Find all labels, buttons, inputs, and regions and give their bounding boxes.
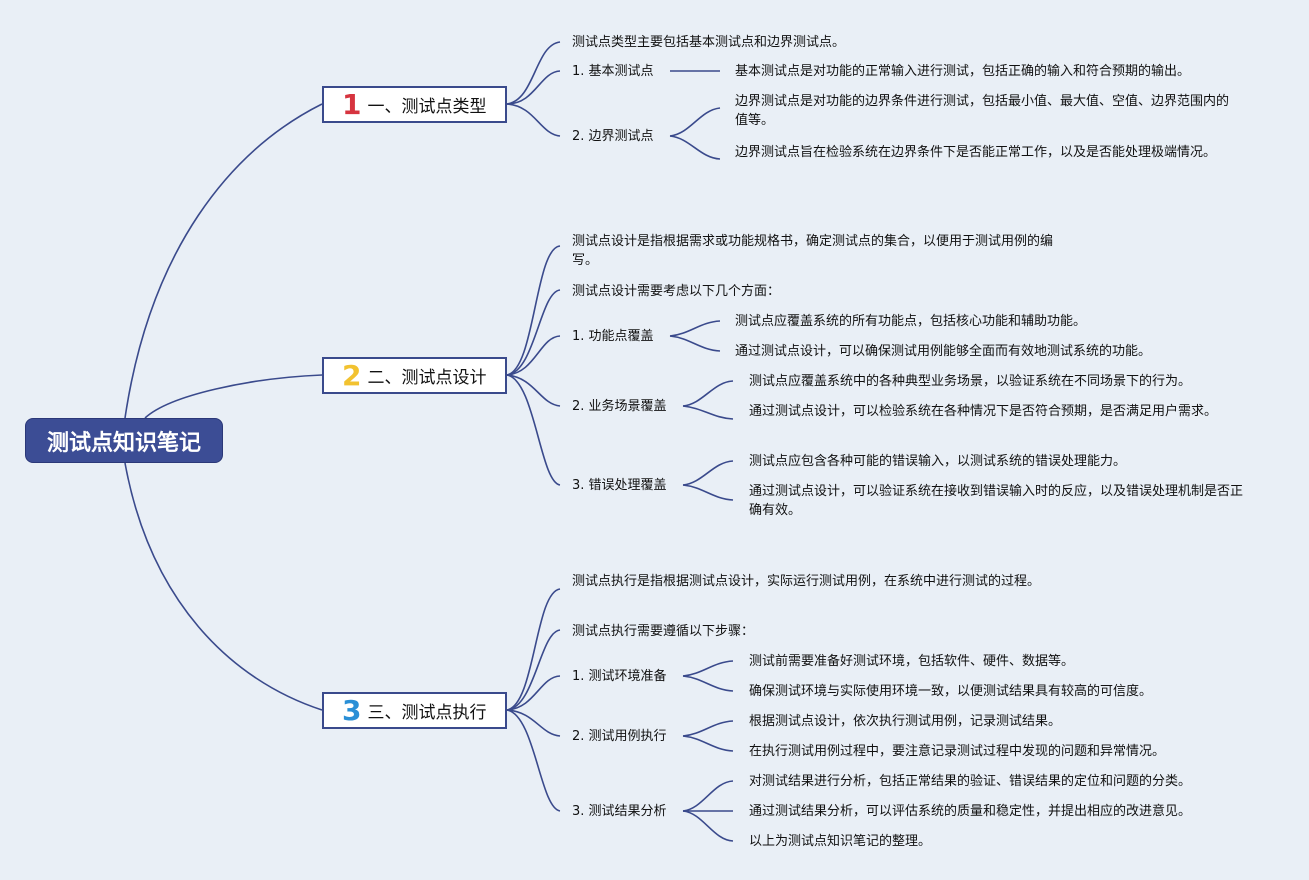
intro-node[interactable]: 测试点执行是指根据测试点设计，实际运行测试用例，在系统中进行测试的过程。	[572, 574, 1041, 589]
branch-title: 二、测试点设计	[367, 368, 487, 388]
detail-node[interactable]: 根据测试点设计，依次执行测试用例，记录测试结果。	[749, 714, 1062, 729]
detail-node[interactable]: 通过测试点设计，可以检验系统在各种情况下是否符合预期，是否满足用户需求。	[749, 404, 1218, 419]
detail-node[interactable]: 测试点应覆盖系统中的各种典型业务场景，以验证系统在不同场景下的行为。	[749, 374, 1192, 389]
detail-node[interactable]: 通过测试结果分析，可以评估系统的质量和稳定性，并提出相应的改进意见。	[749, 804, 1192, 819]
item-node[interactable]: 3. 错误处理覆盖	[572, 478, 667, 493]
intro-node[interactable]: 测试点设计需要考虑以下几个方面：	[572, 284, 781, 299]
number-3-icon: 3	[342, 693, 362, 727]
item-node[interactable]: 1. 功能点覆盖	[572, 329, 654, 344]
detail-node[interactable]: 对测试结果进行分析，包括正常结果的验证、错误结果的定位和问题的分类。	[749, 774, 1192, 789]
root-topic[interactable]: 测试点知识笔记	[25, 418, 223, 463]
detail-node[interactable]: 确保测试环境与实际使用环境一致，以便测试结果具有较高的可信度。	[749, 684, 1153, 699]
detail-node[interactable]: 测试点应包含各种可能的错误输入，以测试系统的错误处理能力。	[749, 454, 1127, 469]
item-node[interactable]: 2. 边界测试点	[572, 129, 654, 144]
root-title: 测试点知识笔记	[46, 430, 201, 456]
branch-title: 三、测试点执行	[367, 703, 487, 723]
link-root-branch-2	[144, 374, 323, 419]
branch-topic-design[interactable]: 2 二、测试点设计	[322, 357, 507, 394]
item-node[interactable]: 2. 测试用例执行	[572, 729, 667, 744]
detail-node[interactable]: 在执行测试用例过程中，要注意记录测试过程中发现的问题和异常情况。	[749, 744, 1166, 759]
detail-node[interactable]: 边界测试点旨在检验系统在边界条件下是否能正常工作，以及是否能处理极端情况。	[735, 145, 1217, 160]
item-node[interactable]: 3. 测试结果分析	[572, 804, 667, 819]
detail-node[interactable]: 通过测试点设计，可以确保测试用例能够全面而有效地测试系统的功能。	[735, 344, 1152, 359]
intro-node[interactable]: 测试点执行需要遵循以下步骤：	[572, 624, 755, 639]
item-node[interactable]: 1. 基本测试点	[572, 64, 654, 79]
link-root-branch-3	[124, 462, 323, 711]
detail-node[interactable]: 测试前需要准备好测试环境，包括软件、硬件、数据等。	[749, 654, 1075, 669]
detail-node[interactable]: 测试点应覆盖系统的所有功能点，包括核心功能和辅助功能。	[735, 314, 1087, 329]
number-2-icon: 2	[342, 358, 362, 392]
branch-topic-execution[interactable]: 3 三、测试点执行	[322, 692, 507, 729]
intro-node[interactable]: 测试点类型主要包括基本测试点和边界测试点。	[572, 35, 846, 50]
link-root-branch-1	[124, 103, 323, 419]
detail-node[interactable]: 边界测试点是对功能的边界条件进行测试，包括最小值、最大值、空值、边界范围内的值等…	[735, 94, 1230, 128]
branch-title: 一、测试点类型	[367, 97, 487, 117]
detail-node[interactable]: 通过测试点设计，可以验证系统在接收到错误输入时的反应，以及错误处理机制是否正确有…	[749, 484, 1244, 518]
number-1-icon: 1	[342, 87, 362, 121]
detail-node[interactable]: 基本测试点是对功能的正常输入进行测试，包括正确的输入和符合预期的输出。	[735, 64, 1191, 79]
detail-node[interactable]: 以上为测试点知识笔记的整理。	[749, 834, 932, 849]
item-node[interactable]: 2. 业务场景覆盖	[572, 399, 667, 414]
branch-topic-types[interactable]: 1 一、测试点类型	[322, 86, 507, 123]
item-node[interactable]: 1. 测试环境准备	[572, 669, 667, 684]
intro-node[interactable]: 测试点设计是指根据需求或功能规格书，确定测试点的集合，以便用于测试用例的编写。	[572, 234, 1054, 268]
